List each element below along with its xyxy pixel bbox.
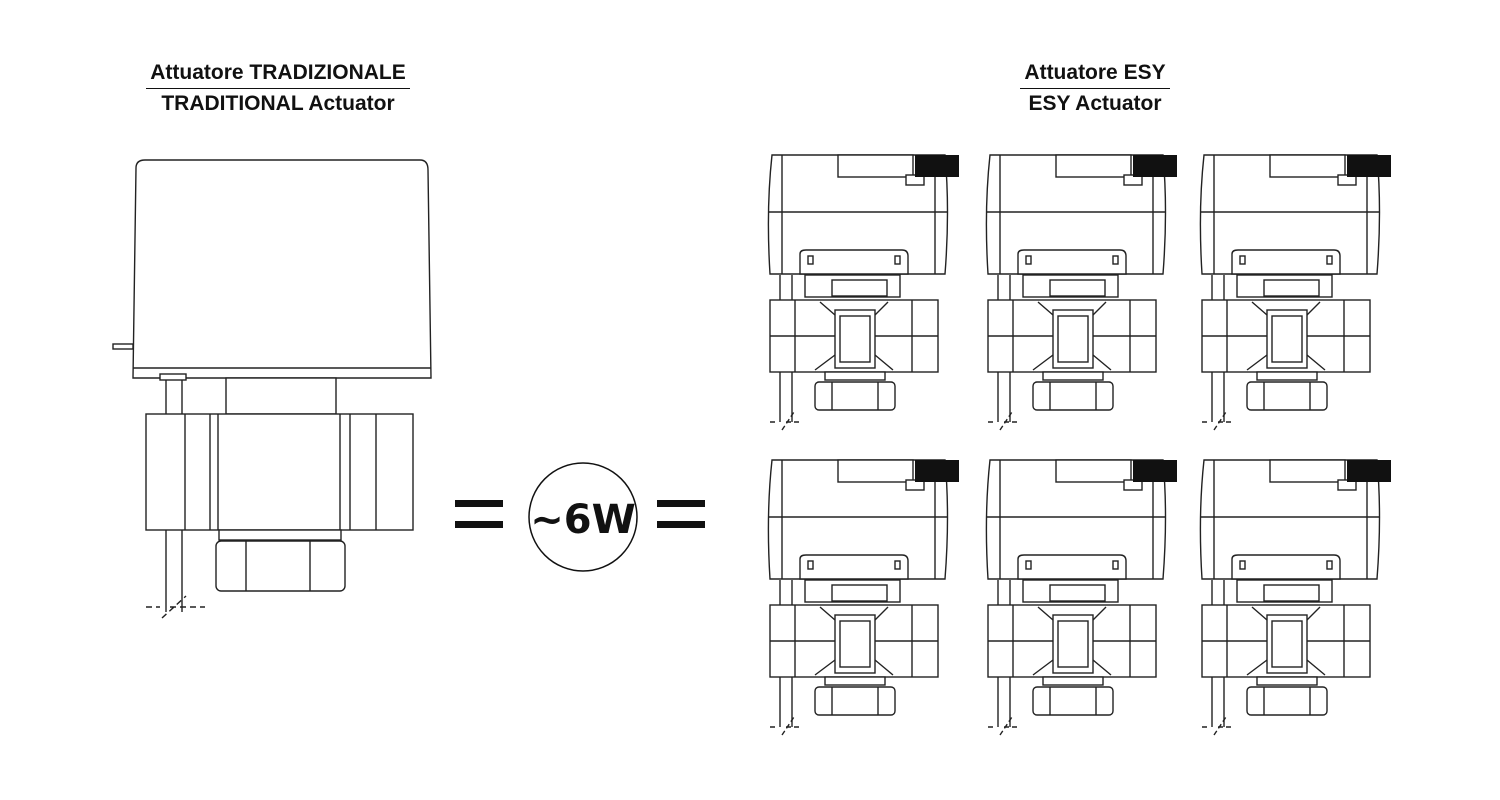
power-label: ~6W: [530, 497, 635, 543]
power-circle: [528, 462, 638, 572]
esy-title-italian: Attuatore ESY: [1020, 58, 1170, 89]
esy-actuator-4: [768, 460, 959, 735]
esy-actuator-6: [1200, 460, 1391, 735]
equals-sign-left: [455, 500, 503, 528]
equals-sign-right: [657, 500, 705, 528]
esy-actuator-3: [1200, 155, 1391, 430]
esy-title-english: ESY Actuator: [1028, 92, 1162, 115]
esy-actuator-1: [768, 155, 959, 430]
esy-actuator-2: [986, 155, 1177, 430]
traditional-actuator-drawing: [112, 159, 432, 619]
traditional-title-english: TRADITIONAL Actuator: [161, 92, 395, 115]
esy-title: Attuatore ESY ESY Actuator: [895, 58, 1295, 119]
traditional-title: Attuatore TRADIZIONALE TRADITIONAL Actua…: [78, 58, 478, 119]
traditional-title-italian: Attuatore TRADIZIONALE: [146, 58, 410, 89]
esy-actuator-5: [986, 460, 1177, 735]
